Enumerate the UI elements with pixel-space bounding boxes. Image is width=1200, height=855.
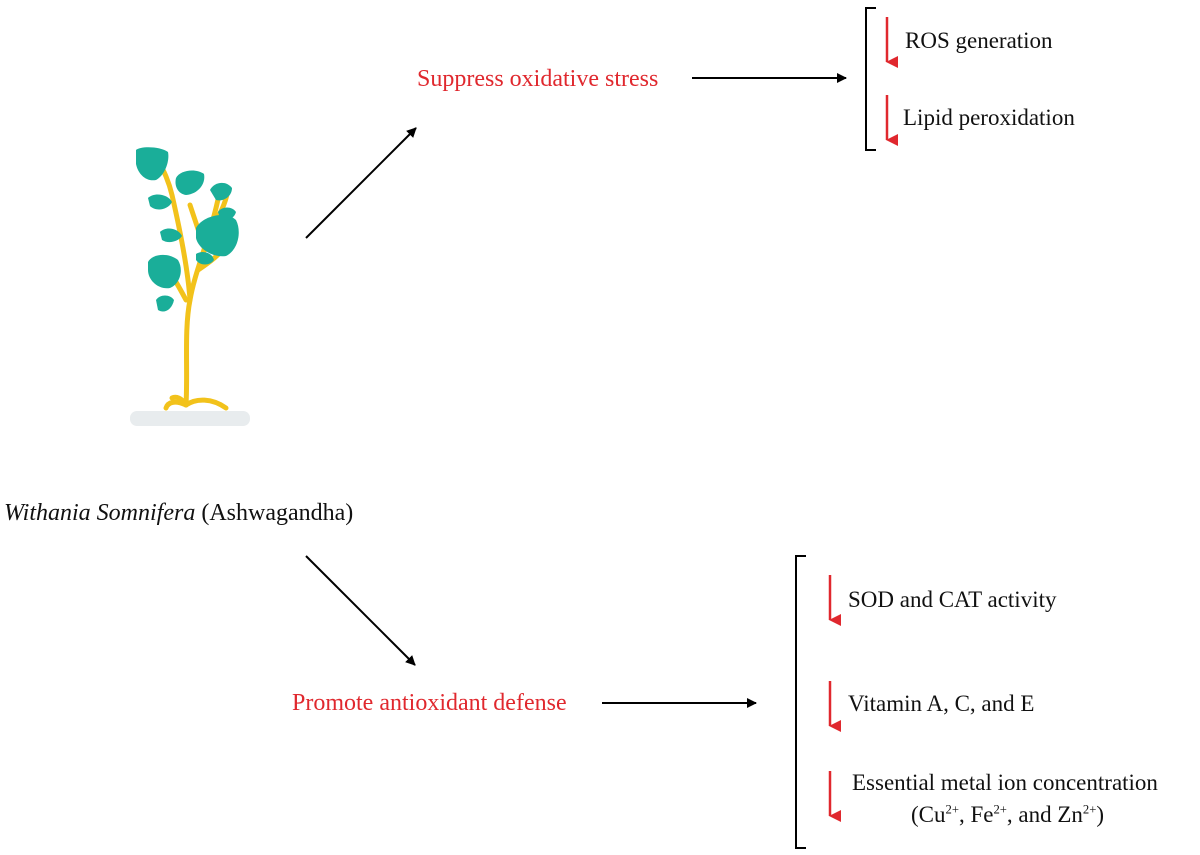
ions-close: ): [1096, 802, 1105, 827]
metal-ions-list: (Cu2+, Fe2+, and Zn2+): [911, 803, 1104, 826]
effect-metal-ion-concentration: Essential metal ion concentration: [852, 770, 1158, 795]
cu-charge: 2+: [945, 802, 959, 817]
ions-fe: , Fe: [958, 802, 994, 827]
plant-name-label: Withania Somnifera (Ashwagandha): [4, 501, 353, 525]
arrow-plant-to-suppress: [305, 127, 417, 239]
fe-charge: 2+: [993, 802, 1007, 817]
ions-open: (Cu: [911, 802, 946, 827]
plant-common-name: (Ashwagandha): [195, 500, 354, 526]
suppress-oxidative-stress-title: Suppress oxidative stress: [417, 66, 659, 92]
effect-sod-cat-activity: SOD and CAT activity: [848, 587, 1057, 612]
plant-scientific-name: Withania Somnifera: [4, 500, 196, 526]
bottom-effects-bracket: [795, 555, 806, 849]
arrow-plant-to-promote: [305, 555, 416, 666]
zn-charge: 2+: [1082, 802, 1097, 817]
effect-vitamins: Vitamin A, C, and E: [848, 691, 1035, 716]
plant-leaves: [136, 147, 239, 312]
ions-zn: , and Zn: [1006, 802, 1083, 827]
promote-antioxidant-defense-title: Promote antioxidant defense: [292, 690, 567, 716]
ashwagandha-plant-illustration: [130, 147, 250, 426]
effect-ros-generation: ROS generation: [905, 28, 1053, 53]
effect-lipid-peroxidation: Lipid peroxidation: [903, 105, 1075, 130]
top-effects-bracket: [865, 7, 876, 151]
ground-shadow: [130, 411, 250, 426]
